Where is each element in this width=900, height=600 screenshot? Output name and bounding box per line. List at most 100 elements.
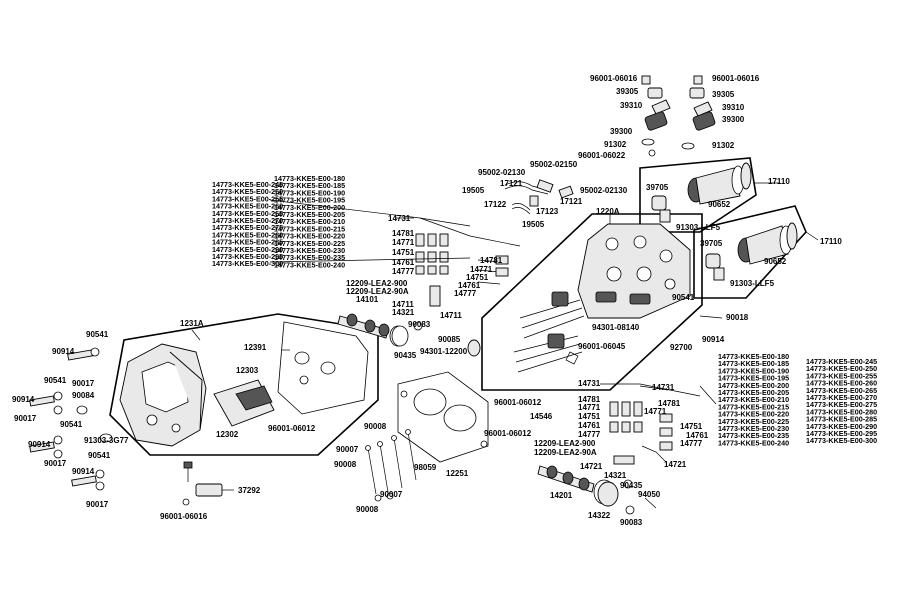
shim-code: 14773-KKE5-E00-250	[806, 364, 877, 373]
part-label: 90085	[438, 335, 461, 344]
shim-code: 14773-KKE5-E00-210	[718, 395, 789, 404]
part-label: 96001-06016	[160, 512, 208, 521]
part-label: 14751	[680, 422, 703, 431]
throttle-body-upper-frame	[639, 157, 757, 233]
part-label: 95002-02150	[530, 160, 578, 169]
part-label: 12303	[236, 366, 259, 375]
cylinder-head-gasket	[397, 371, 489, 463]
part-label: 14771	[578, 403, 601, 412]
shim-code: 14773-KKE5-E00-195	[274, 196, 345, 205]
part-label: 14711	[392, 300, 414, 309]
part-label: 14761	[458, 281, 481, 290]
part-label: 17122	[484, 200, 507, 209]
shim-code: 14773-KKE5-E00-250	[212, 187, 283, 196]
part-label: 19505	[462, 186, 485, 195]
part-label: 14777	[578, 430, 601, 439]
part-label: 14781	[578, 395, 601, 404]
part-label: 12302	[216, 430, 239, 439]
part-label: 90017	[72, 379, 95, 388]
shim-code: 14773-KKE5-E00-300	[806, 436, 877, 445]
part-label: 90007	[336, 445, 359, 454]
part-label: 14201	[550, 491, 573, 500]
shim-code: 14773-KKE5-E00-255	[212, 194, 283, 203]
part-label: 96001-06012	[484, 429, 532, 438]
part-labels: 96001-06016 96001-06016 39305 39305 3931…	[12, 74, 842, 527]
shim-code: 14773-KKE5-E00-185	[718, 359, 789, 368]
part-label: 1220A	[596, 207, 620, 216]
head-cover-gasket	[277, 321, 369, 415]
part-label: 91303-LLF5	[730, 279, 775, 288]
part-label: 14771	[470, 265, 493, 274]
part-label: 92700	[670, 343, 693, 352]
part-label: 12209-LEA2-900	[534, 439, 596, 448]
shim-code: 14773-KKE5-E00-245	[212, 180, 283, 189]
part-label: 96001-06016	[590, 74, 638, 83]
part-label: 37292	[238, 486, 261, 495]
part-label: 90652	[708, 200, 731, 209]
shim-code: 14773-KKE5-E00-230	[274, 246, 345, 255]
part-label: 14777	[392, 267, 415, 276]
part-label: 19505	[522, 220, 545, 229]
part-label: 14322	[588, 511, 611, 520]
part-label: 39305	[712, 90, 735, 99]
shim-code: 14773-KKE5-E00-265	[212, 209, 283, 218]
part-label: 14761	[392, 258, 415, 267]
shim-code: 14773-KKE5-E00-260	[212, 202, 283, 211]
shim-code: 14773-KKE5-E00-295	[806, 429, 877, 438]
part-label: 90017	[86, 500, 109, 509]
part-label: 14731	[652, 383, 675, 392]
part-label: 90914	[28, 440, 51, 449]
sensor-37292	[182, 461, 234, 506]
cam-sprocket-upper	[391, 321, 481, 357]
part-label: 39310	[722, 103, 745, 112]
cylinder-head-frame	[481, 213, 703, 391]
part-label: 17123	[536, 207, 559, 216]
part-label: 14711	[440, 311, 462, 320]
shim-list-left-col1: 14773-KKE5-E00-24514773-KKE5-E00-2501477…	[212, 180, 283, 268]
shim-code: 14773-KKE5-E00-280	[806, 407, 877, 416]
part-label: 96001-06012	[494, 398, 542, 407]
part-label: 90018	[726, 313, 749, 322]
part-label: 39300	[610, 127, 633, 136]
shim-code: 14773-KKE5-E00-210	[274, 217, 345, 226]
shim-code: 14773-KKE5-E00-270	[806, 393, 877, 402]
shim-code: 14773-KKE5-E00-245	[806, 357, 877, 366]
part-label: 90083	[408, 320, 431, 329]
shim-code: 14773-KKE5-E00-260	[806, 379, 877, 388]
part-label: 14721	[580, 462, 603, 471]
shim-code: 14773-KKE5-E00-195	[718, 374, 789, 383]
part-label: 17121	[500, 179, 523, 188]
part-label: 90083	[620, 518, 643, 527]
part-label: 90008	[356, 505, 379, 514]
part-label: 14781	[392, 229, 415, 238]
part-label: 12209-LEA2-90A	[534, 448, 597, 457]
part-label: 94301-12200	[420, 347, 468, 356]
part-label: 14761	[686, 431, 709, 440]
part-label: 14321	[392, 308, 415, 317]
part-label: 90084	[72, 391, 95, 400]
intake-boot-lower	[705, 222, 798, 281]
part-label: 90914	[702, 335, 725, 344]
shim-code: 14773-KKE5-E00-190	[274, 188, 345, 197]
part-label: 14781	[658, 399, 681, 408]
shim-code: 14773-KKE5-E00-225	[718, 417, 789, 426]
shim-code: 14773-KKE5-E00-240	[718, 438, 789, 447]
shim-code: 14773-KKE5-E00-205	[274, 210, 345, 219]
part-label: 14731	[578, 379, 601, 388]
shim-list-right-col1: 14773-KKE5-E00-18014773-KKE5-E00-1851477…	[718, 352, 789, 447]
part-label: 90914	[72, 467, 95, 476]
part-label: 17110	[820, 237, 842, 246]
shim-code: 14773-KKE5-E00-235	[718, 431, 789, 440]
valves-bank	[513, 291, 585, 373]
part-label: 39705	[700, 239, 723, 248]
shim-code: 14773-KKE5-E00-230	[718, 424, 789, 433]
part-label: 14771	[392, 238, 415, 247]
cylinder-head-cover	[119, 343, 207, 447]
shim-code: 14773-KKE5-E00-190	[718, 366, 789, 375]
shim-code: 14773-KKE5-E00-235	[274, 253, 345, 262]
part-label: 14101	[356, 295, 379, 304]
shim-code: 14773-KKE5-E00-270	[212, 216, 283, 225]
part-label: 96001-06016	[712, 74, 760, 83]
